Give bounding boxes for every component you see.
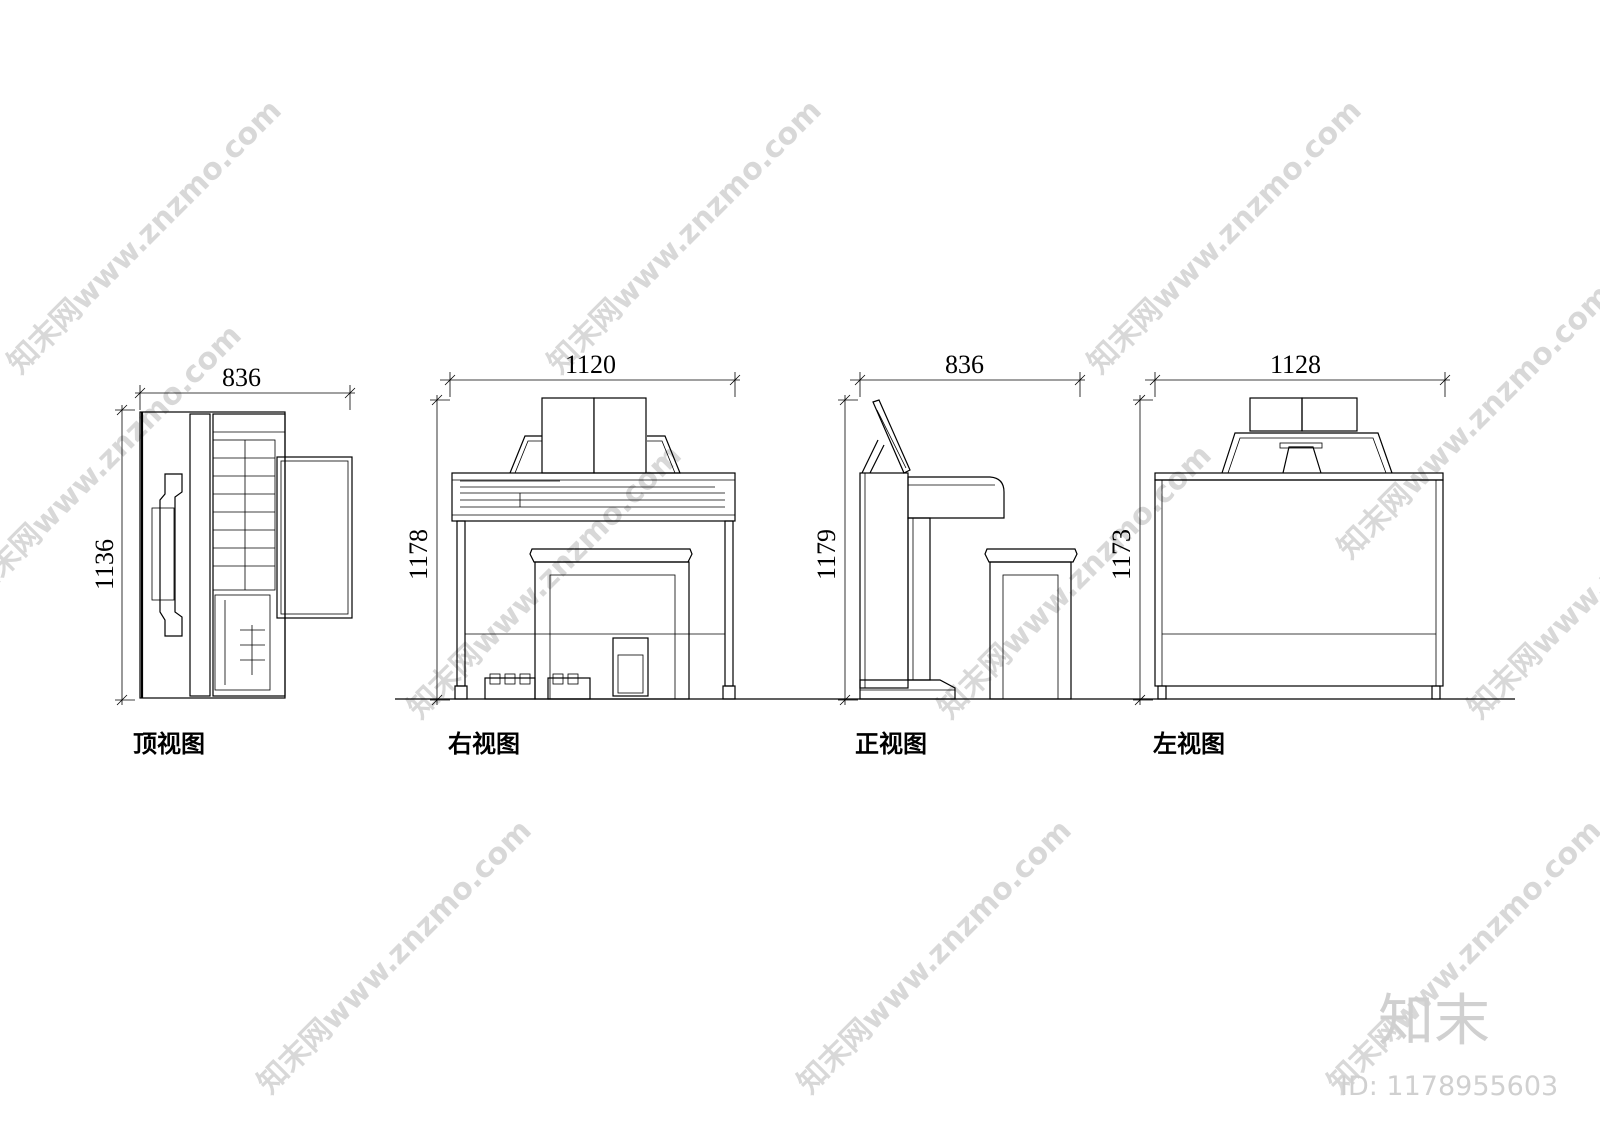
watermark-layer: 知末网www.znzmo.com 知末网www.znzmo.com 知末网www… bbox=[0, 93, 1600, 1102]
front-view-width-dim: 836 bbox=[945, 350, 984, 379]
watermark-text: 知末网www.znzmo.com bbox=[1, 93, 289, 381]
watermark-text: 知末网www.znzmo.com bbox=[1461, 438, 1600, 726]
watermark-id: ID: 1178955603 bbox=[1340, 1071, 1558, 1102]
watermark-logo: 知末 bbox=[1378, 989, 1490, 1054]
left-view-height-dim: 1173 bbox=[1107, 529, 1136, 580]
right-view: 1120 1178 bbox=[404, 350, 741, 706]
watermark-text: 知末网www.znzmo.com bbox=[541, 93, 829, 381]
watermark-text: 知末网www.znzmo.com bbox=[791, 813, 1079, 1101]
right-view-height-dim: 1178 bbox=[404, 529, 433, 580]
top-view: 836 1136 bbox=[90, 363, 356, 706]
watermark-text: 知末网www.znzmo.com bbox=[1081, 93, 1369, 381]
right-view-caption: 右视图 bbox=[448, 730, 520, 758]
front-view-caption: 正视图 bbox=[855, 730, 927, 758]
top-view-height-dim: 1136 bbox=[90, 539, 119, 590]
watermark-text: 知末网www.znzmo.com bbox=[931, 438, 1219, 726]
watermark-text: 知末网www.znzmo.com bbox=[251, 813, 539, 1101]
top-view-width-dim: 836 bbox=[222, 363, 261, 392]
top-view-caption: 顶视图 bbox=[133, 730, 205, 758]
watermark-text: 知末网www.znzmo.com bbox=[1331, 278, 1600, 566]
left-view-width-dim: 1128 bbox=[1270, 350, 1321, 379]
watermark-text: 知末网www.znzmo.com bbox=[1321, 813, 1600, 1101]
left-view: 1128 1173 bbox=[1107, 350, 1451, 706]
left-view-caption: 左视图 bbox=[1153, 730, 1225, 758]
right-view-width-dim: 1120 bbox=[565, 350, 616, 379]
front-view-height-dim: 1179 bbox=[812, 529, 841, 580]
front-view: 836 1179 bbox=[812, 350, 1086, 706]
